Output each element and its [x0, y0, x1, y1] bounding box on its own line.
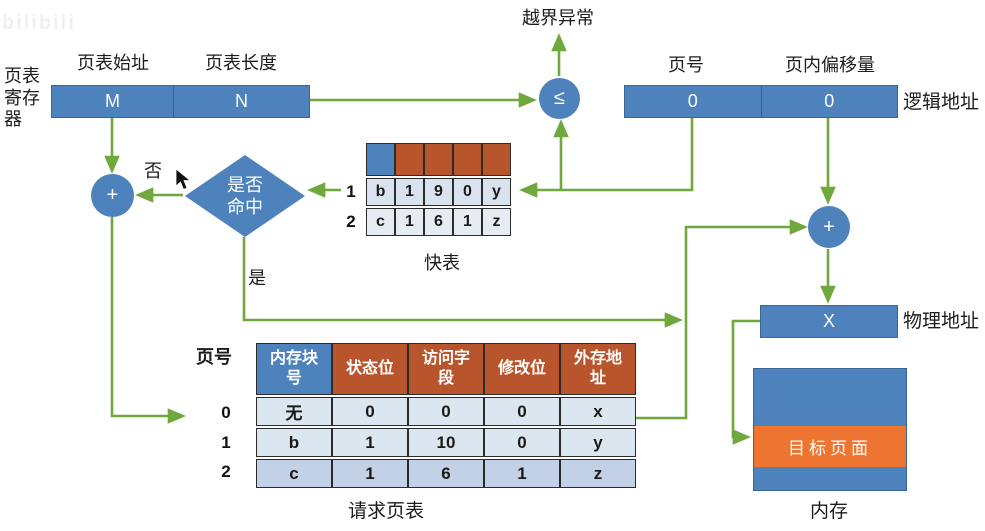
- watermark: bilibili: [2, 12, 76, 34]
- tlb-caption: 快表: [424, 253, 460, 273]
- page-table-row-label-1: 1: [221, 433, 231, 452]
- tlb-row-label-2: 2: [346, 212, 356, 231]
- page-table-caption: 请求页表: [347, 501, 425, 522]
- arrow-physical-to-memory: [731, 319, 760, 445]
- arrow-decision-yes: [242, 237, 683, 328]
- logical-offset-value: 0: [760, 86, 898, 117]
- physical-address-value: X: [822, 311, 835, 331]
- decision-yes-label: 是: [248, 268, 266, 288]
- adder-left: +: [91, 174, 134, 217]
- physical-address-bar: X: [760, 305, 898, 338]
- logical-page-value: 0: [687, 91, 698, 111]
- arrow-adder-to-pagetable: [110, 217, 186, 424]
- logical-address-bar: 0 0: [624, 85, 898, 118]
- register-side-label: 页表 寄存 器: [4, 66, 40, 130]
- adder-right: +: [808, 206, 850, 248]
- tlb-header-row: [366, 143, 511, 176]
- page-table-row-label-2: 2: [221, 462, 231, 481]
- memory-caption: 内存: [809, 501, 849, 522]
- arrow-pageno-to-tlb: [519, 118, 694, 198]
- exception-label: 越界异常: [522, 8, 594, 28]
- memory-block: 目标页面: [753, 368, 907, 491]
- logical-page-label: 页号: [668, 55, 704, 75]
- compare-node: ≤: [539, 78, 580, 119]
- decision-no-label: 否: [144, 161, 162, 181]
- register-start-value: M: [105, 91, 120, 111]
- register-length-label: 页表长度: [205, 53, 277, 73]
- page-table-row-label-0: 0: [221, 403, 231, 422]
- logical-offset-label: 页内偏移量: [785, 55, 875, 75]
- register-start-label: 页表始址: [77, 53, 149, 73]
- register-length-value: N: [173, 86, 309, 117]
- mouse-cursor: [175, 168, 192, 191]
- tlb-row-label-1: 1: [346, 182, 356, 201]
- logical-address-name: 逻辑地址: [903, 92, 980, 113]
- page-table-corner-label: 页号: [196, 347, 232, 367]
- page-table-register-bar: M N: [51, 85, 310, 118]
- page-table-header-row: 内存块号 状态位 访问字段 修改位 外存地址: [256, 343, 636, 395]
- physical-address-name: 物理地址: [903, 311, 980, 332]
- target-page-band: 目标页面: [754, 426, 906, 467]
